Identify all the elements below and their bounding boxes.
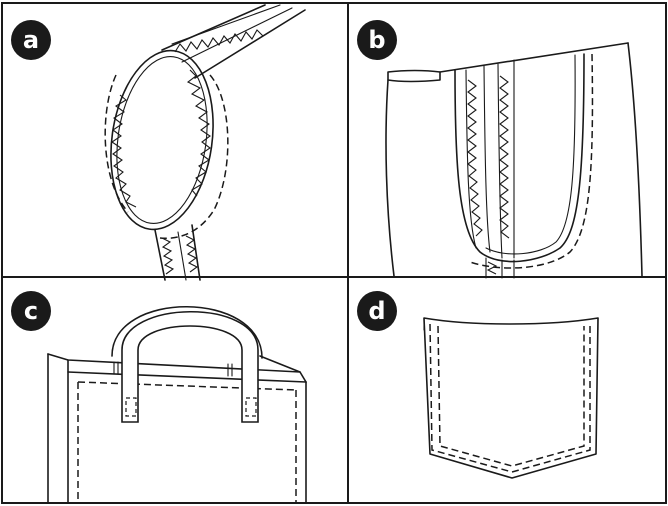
side-seam-zigzag-right <box>185 235 199 273</box>
garment-left-edge <box>385 79 395 277</box>
pocket-bag-outline <box>454 53 585 263</box>
panel-b-badge: b <box>357 20 397 60</box>
pocket-stitch <box>469 53 594 269</box>
armhole-stitch-right <box>159 74 229 240</box>
panel-c-badge: c <box>11 291 51 331</box>
seam-allowance-line2 <box>483 65 491 253</box>
bag-top-front <box>67 371 307 383</box>
seam-zigzag-right <box>499 75 510 239</box>
armhole-zigzag-left <box>111 94 137 208</box>
bag-stitch-top <box>77 381 297 391</box>
seam-allowance-line1 <box>465 69 477 249</box>
side-seam-left <box>154 229 166 281</box>
panel-c-badge-circle <box>11 291 51 331</box>
panel-d-badge: d <box>357 291 397 331</box>
garment-top-edge <box>439 42 629 73</box>
panel-b: b <box>357 20 643 279</box>
tack-mark-left <box>113 361 119 375</box>
garment-right-edge <box>627 42 643 277</box>
side-seam-zigzag-left <box>161 237 175 275</box>
bag-top-right <box>259 355 307 383</box>
panel-c-label: c <box>24 297 38 325</box>
handle-back-outer <box>111 306 263 359</box>
shoulder-edge-outer <box>161 4 266 51</box>
pocket-bag-inner <box>485 54 576 255</box>
panel-d-badge-circle <box>357 291 397 331</box>
panel-a-badge-circle <box>11 20 51 60</box>
side-seam-right <box>191 224 201 281</box>
seam-stub <box>485 257 515 279</box>
shoulder-zigzag <box>174 29 264 53</box>
armhole-zigzag-right <box>186 69 211 197</box>
seam-stub-zigzag <box>486 261 498 275</box>
panel-b-label: b <box>368 26 385 54</box>
seam-zigzag-left <box>467 79 483 237</box>
pocket-outline <box>423 317 599 479</box>
panel-c: c <box>11 291 307 504</box>
shoulder-edge-inner <box>194 9 306 79</box>
shoulder-edge-mid2 <box>181 7 293 63</box>
waistband-fold <box>387 69 441 83</box>
armhole-stitch-left <box>104 74 129 213</box>
armhole-outer <box>110 49 214 231</box>
panel-b-badge-circle <box>357 20 397 60</box>
panel-a-label: a <box>23 26 39 54</box>
panel-d-label: d <box>368 297 385 325</box>
panel-a: a <box>11 4 306 281</box>
side-seam-center <box>177 231 187 281</box>
pocket-stitch-outer <box>429 323 591 473</box>
panel-d: d <box>357 291 599 479</box>
panel-a-badge: a <box>11 20 51 60</box>
pocket-top-tacks <box>423 317 599 331</box>
shoulder-edge-mid <box>171 4 281 45</box>
armhole-inner <box>116 56 208 224</box>
seam-allowance-line3 <box>497 63 503 259</box>
pocket-stitch-inner <box>437 325 585 467</box>
tack-mark-right <box>227 363 233 377</box>
